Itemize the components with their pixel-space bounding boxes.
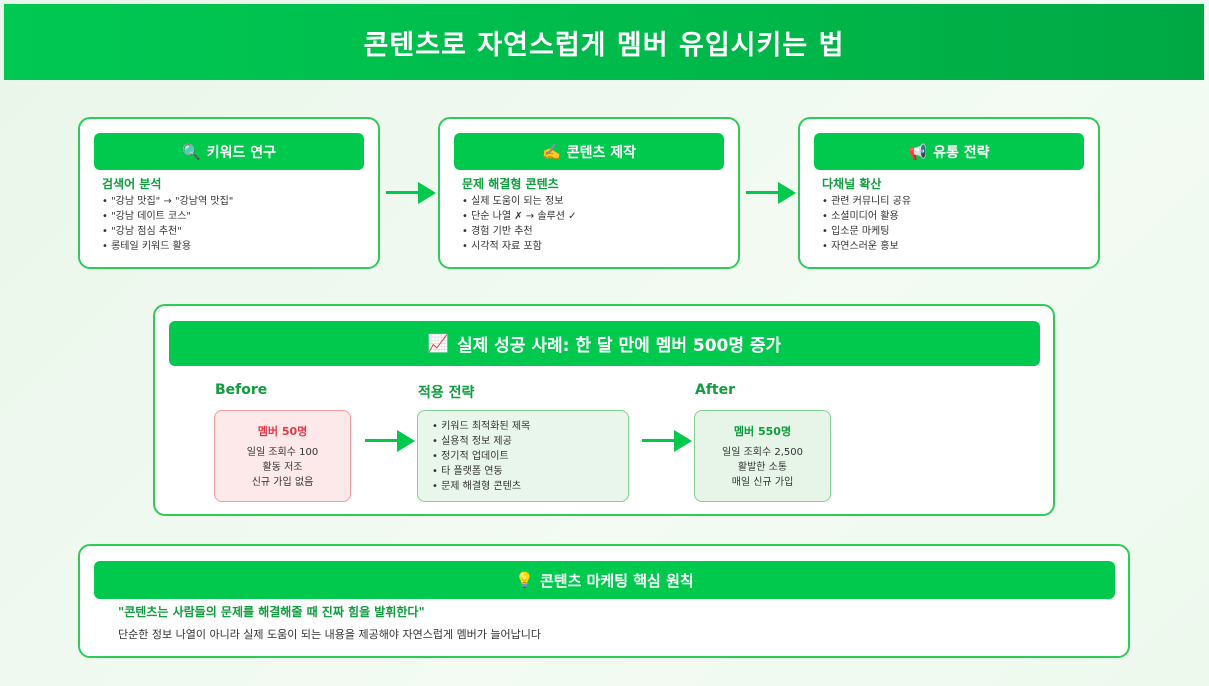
step-header: 🔍 키워드 연구 (94, 133, 364, 170)
after-line: 활발한 소통 (737, 461, 788, 473)
after-headline: 멤버 550명 (733, 424, 792, 438)
arrow-right-icon (642, 430, 692, 452)
step-title: 유통 전략 (933, 144, 990, 161)
principle-card: 💡 콘텐츠 마케팅 핵심 원칙 "콘텐츠는 사람들의 문제를 해결해줄 때 진짜… (78, 544, 1130, 658)
step-title: 키워드 연구 (206, 144, 276, 161)
list-item: 소셜미디어 활용 (822, 209, 911, 224)
arrow-right-icon (386, 182, 436, 204)
list-item: 자연스러운 홍보 (822, 239, 911, 254)
list-item: 롱테일 키워드 활용 (102, 239, 233, 254)
list-item: 문제 해결형 콘텐츠 (432, 479, 530, 494)
list-item: 키워드 최적화된 제목 (432, 419, 530, 434)
step-title: 콘텐츠 제작 (566, 144, 636, 161)
strategy-list: 키워드 최적화된 제목 실용적 정보 제공 정기적 업데이트 타 플랫폼 연동 … (432, 419, 530, 494)
list-item: 시각적 자료 포함 (462, 239, 577, 254)
principle-title: 콘텐츠 마케팅 핵심 원칙 (540, 571, 694, 590)
strategy-box: 키워드 최적화된 제목 실용적 정보 제공 정기적 업데이트 타 플랫폼 연동 … (417, 410, 629, 502)
list-item: 경험 기반 추천 (462, 224, 577, 239)
step-list: 관련 커뮤니티 공유 소셜미디어 활용 입소문 마케팅 자연스러운 홍보 (822, 194, 911, 254)
before-line: 활동 저조 (262, 461, 303, 473)
step-card-distribution: 📢 유통 전략 다채널 확산 관련 커뮤니티 공유 소셜미디어 활용 입소문 마… (798, 117, 1100, 269)
after-line: 일일 조회수 2,500 (722, 446, 803, 458)
step-header: ✍️ 콘텐츠 제작 (454, 133, 724, 170)
before-line: 일일 조회수 100 (246, 446, 319, 458)
after-line: 매일 신규 가입 (731, 476, 794, 488)
list-item: 입소문 마케팅 (822, 224, 911, 239)
list-item: 타 플랫폼 연동 (432, 464, 530, 479)
before-label: Before (215, 382, 268, 398)
case-study-card: 📈 실제 성공 사례: 한 달 만에 멤버 500명 증가 Before 적용 … (153, 304, 1055, 516)
step-subtitle: 검색어 분석 (102, 177, 162, 191)
page-title: 콘텐츠로 자연스럽게 멤버 유입시키는 법 (363, 29, 845, 61)
writing-hand-icon: ✍️ (542, 142, 561, 161)
case-study-header: 📈 실제 성공 사례: 한 달 만에 멤버 500명 증가 (169, 321, 1040, 366)
step-subtitle: 다채널 확산 (822, 177, 882, 191)
strategy-label: 적용 전략 (418, 385, 475, 401)
principle-description: 단순한 정보 나열이 아니라 실제 도움이 되는 내용을 제공해야 자연스럽게 … (118, 628, 542, 641)
list-item: 단순 나열 ✗ → 솔루션 ✓ (462, 209, 576, 224)
page-header: 콘텐츠로 자연스럽게 멤버 유입시키는 법 (4, 4, 1204, 80)
arrow-right-icon (746, 182, 796, 204)
megaphone-icon: 📢 (908, 142, 928, 161)
arrow-right-icon (365, 430, 415, 452)
before-box: 멤버 50명 일일 조회수 100 활동 저조 신규 가입 없음 (214, 410, 351, 502)
after-box: 멤버 550명 일일 조회수 2,500 활발한 소통 매일 신규 가입 (694, 410, 831, 502)
before-line: 신규 가입 없음 (251, 476, 314, 488)
step-list: 실제 도움이 되는 정보 단순 나열 ✗ → 솔루션 ✓ 경험 기반 추천 시각… (462, 194, 577, 254)
step-card-keyword: 🔍 키워드 연구 검색어 분석 "강남 맛집" → "강남역 맛집" "강남 데… (78, 117, 380, 269)
list-item: 실제 도움이 되는 정보 (462, 194, 577, 209)
list-item: "강남 맛집" → "강남역 맛집" (102, 194, 233, 209)
step-card-content: ✍️ 콘텐츠 제작 문제 해결형 콘텐츠 실제 도움이 되는 정보 단순 나열 … (438, 117, 740, 269)
list-item: 실용적 정보 제공 (432, 434, 530, 449)
before-headline: 멤버 50명 (257, 424, 308, 438)
step-header: 📢 유통 전략 (814, 133, 1084, 170)
step-list: "강남 맛집" → "강남역 맛집" "강남 데이트 코스" "강남 점심 추천… (102, 194, 233, 254)
case-study-title: 실제 성공 사례: 한 달 만에 멤버 500명 증가 (456, 336, 782, 356)
list-item: 정기적 업데이트 (432, 449, 530, 464)
lightbulb-icon: 💡 (515, 571, 534, 589)
principle-quote: "콘텐츠는 사람들의 문제를 해결해줄 때 진짜 힘을 발휘한다" (118, 605, 425, 619)
chart-up-icon: 📈 (427, 333, 449, 354)
after-label: After (695, 382, 736, 398)
principle-header: 💡 콘텐츠 마케팅 핵심 원칙 (94, 561, 1115, 599)
magnifier-icon: 🔍 (182, 142, 201, 161)
list-item: 관련 커뮤니티 공유 (822, 194, 911, 209)
list-item: "강남 데이트 코스" (102, 209, 233, 224)
step-subtitle: 문제 해결형 콘텐츠 (462, 177, 559, 191)
list-item: "강남 점심 추천" (102, 224, 233, 239)
